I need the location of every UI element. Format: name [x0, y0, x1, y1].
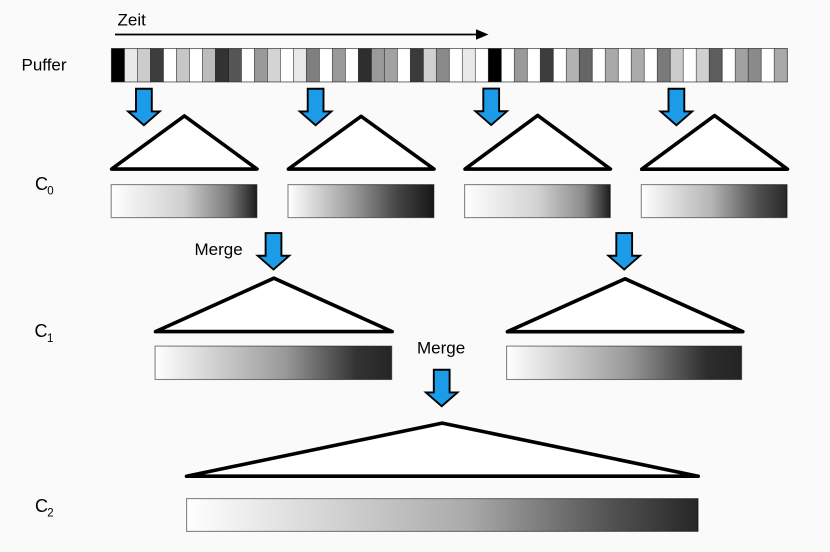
svg-text:0: 0: [47, 186, 53, 198]
svg-text:Zeit: Zeit: [118, 10, 147, 29]
svg-text:Puffer: Puffer: [22, 56, 67, 75]
svg-text:Merge: Merge: [417, 339, 465, 358]
svg-text:C: C: [35, 174, 48, 194]
svg-text:C: C: [35, 321, 48, 341]
svg-text:2: 2: [47, 507, 53, 519]
svg-text:Merge: Merge: [195, 240, 243, 259]
svg-text:C: C: [35, 496, 48, 516]
svg-text:1: 1: [47, 333, 53, 345]
